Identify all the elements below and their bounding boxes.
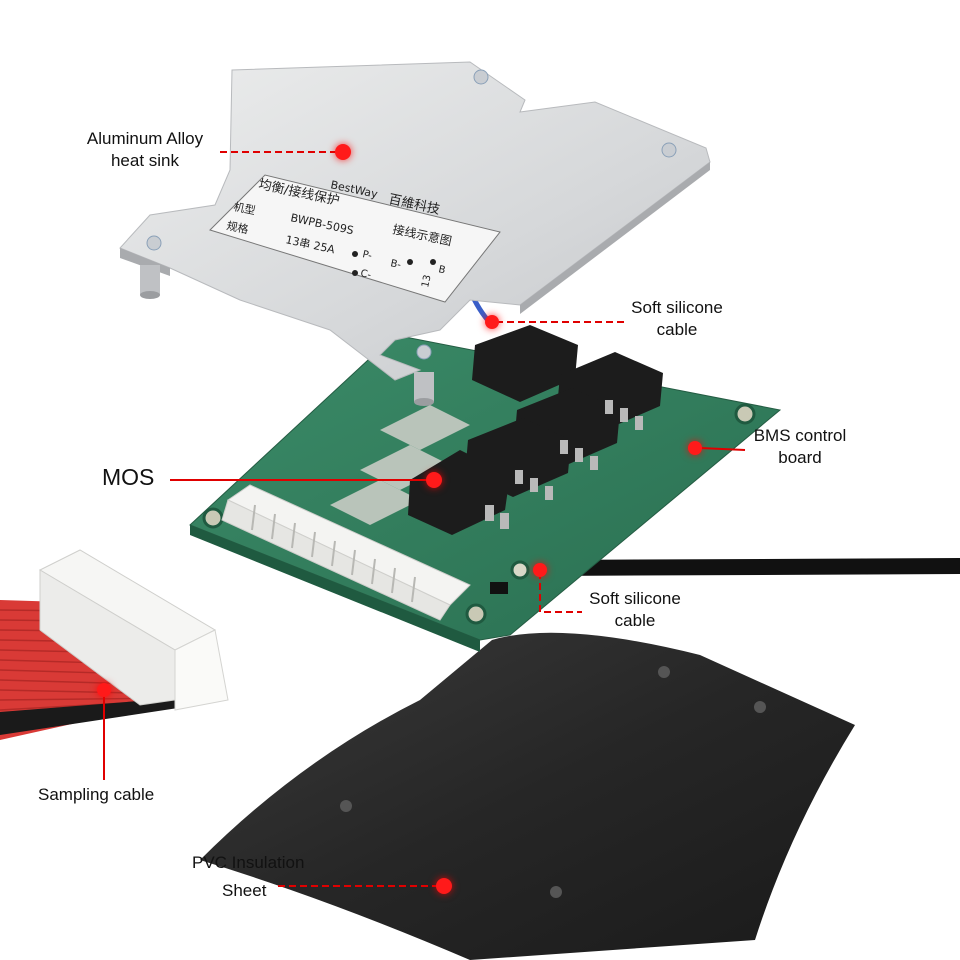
sticker-pin-b2: B: [437, 264, 446, 276]
label-soft-cable-bottom-line2: cable: [614, 611, 656, 630]
sticker-row1-key: 机型: [232, 199, 256, 217]
label-bms-board-line1: BMS control: [753, 426, 847, 445]
label-heat-sink: Aluminum Alloy heat sink: [60, 128, 230, 172]
label-pvc-sheet-line2: Sheet: [222, 881, 267, 900]
label-bms-board: BMS control board: [732, 425, 868, 469]
pvc-insulation-sheet: [200, 632, 855, 960]
label-pvc-sheet-line1: PVC Insulation: [192, 853, 305, 872]
aluminum-alloy-heat-sink: BestWay 百維科技 均衡/接线保护 机型 BWPB-509S 规格 13串…: [119, 61, 711, 406]
soft-silicone-cable-black: [532, 558, 960, 576]
label-soft-cable-bottom-line1: Soft silicone: [589, 589, 681, 608]
sticker-pin-b: B-: [389, 258, 402, 271]
mos-transistors: [408, 325, 663, 535]
sticker-pin-p: P-: [361, 249, 373, 262]
label-soft-cable-top-line1: Soft silicone: [631, 298, 723, 317]
label-soft-cable-top-line2: cable: [656, 320, 698, 339]
label-soft-cable-top: Soft silicone cable: [612, 297, 742, 341]
callout-markers: [97, 144, 746, 894]
label-bms-board-line2: board: [778, 448, 822, 467]
label-pvc-sheet: PVC Insulation Sheet: [192, 852, 304, 902]
label-sampling-cable: Sampling cable: [38, 785, 155, 804]
label-soft-cable-bottom: Soft silicone cable: [570, 588, 700, 632]
product-sticker: BestWay 百維科技 均衡/接线保护 机型 BWPB-509S 规格 13串…: [209, 174, 501, 303]
label-heat-sink-line1: Aluminum Alloy: [86, 129, 204, 148]
sticker-row2-key: 规格: [225, 218, 249, 236]
sampling-cable: [0, 549, 229, 740]
label-heat-sink-line2: heat sink: [110, 151, 180, 170]
bms-control-board: [189, 325, 782, 652]
sticker-pin-c: C-: [359, 268, 372, 281]
label-mos: MOS: [102, 464, 155, 490]
sticker-pin-13: 13: [420, 274, 433, 289]
